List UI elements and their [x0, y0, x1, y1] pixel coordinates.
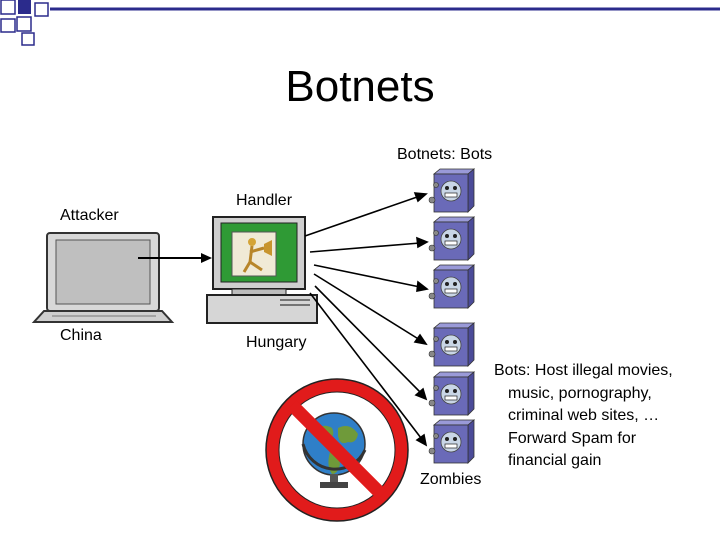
description-line: Forward Spam for: [508, 429, 637, 447]
handler-computer-icon: [206, 216, 318, 324]
slide-subtitle: Botnets: Bots: [397, 146, 493, 163]
no-sign-slash: [287, 400, 387, 500]
bot-cube-icon: [428, 322, 476, 367]
hungary-label: Hungary: [246, 334, 307, 351]
zombies-label: Zombies: [420, 471, 482, 488]
description-line: financial gain: [508, 452, 602, 469]
bot-cube-icon: [428, 371, 476, 416]
bot-cube-icon: [428, 168, 476, 213]
handler-label: Handler: [236, 192, 293, 209]
bot-cube-icon: [428, 264, 476, 309]
bot-cube-icon: [428, 216, 476, 261]
bots-description: Bots: Host illegal movies, music, pornog…: [494, 360, 716, 473]
china-label: China: [60, 327, 102, 344]
laptop-icon: [31, 232, 175, 323]
description-line: criminal web sites, …: [508, 407, 660, 424]
bot-cube-icon: [428, 419, 476, 464]
attacker-label: Attacker: [60, 207, 119, 224]
description-line: Bots: Host illegal movies,: [494, 362, 673, 379]
handler-bot-arrows: [304, 192, 429, 447]
description-line: music, pornography,: [508, 384, 652, 402]
corner-decoration: [0, 0, 49, 46]
slide-title: Botnets: [285, 62, 435, 111]
